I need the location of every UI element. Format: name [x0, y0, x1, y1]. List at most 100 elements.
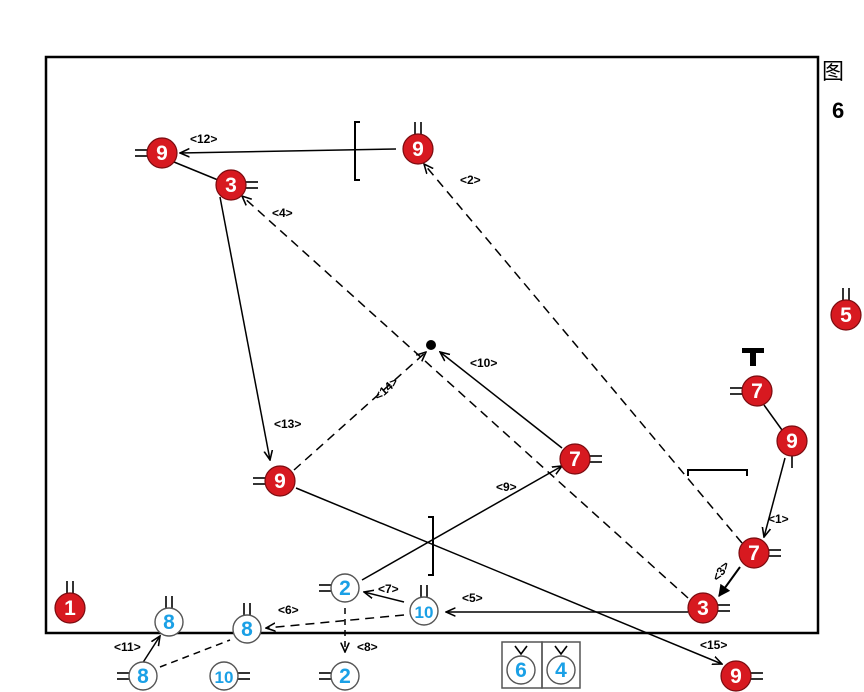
step-label-1: <1>: [768, 512, 789, 526]
player-marker: [546, 655, 576, 685]
step-label-7: <7>: [378, 582, 399, 596]
player-marker: [506, 655, 536, 685]
t-marker: [742, 348, 764, 366]
step-label-4: <4>: [272, 206, 293, 220]
player-b8a: 8: [154, 596, 184, 637]
player-r1: 1: [54, 581, 86, 624]
player-number: 10: [215, 668, 234, 687]
path-12: [180, 149, 397, 153]
player-marker: [776, 425, 808, 457]
player-number: 8: [241, 618, 253, 641]
player-number: 10: [415, 603, 434, 622]
step-label-15: <15>: [700, 638, 727, 652]
player-marker: [741, 375, 773, 407]
player-number: 9: [412, 138, 424, 161]
player-marker: [330, 661, 360, 691]
path-9: [361, 466, 562, 581]
player-number: 7: [751, 380, 763, 403]
player-r3b: 3: [687, 592, 730, 624]
player-number: 5: [840, 304, 852, 327]
path-11: [141, 636, 160, 665]
player-r7b: 7: [559, 443, 602, 475]
screen-marker-right: [687, 469, 748, 476]
player-r9a: 9: [135, 137, 178, 169]
player-number: 9: [730, 665, 742, 688]
cone-box-4: [541, 641, 581, 689]
step-label-11: <11>: [114, 640, 141, 654]
player-r5: 5: [830, 288, 862, 331]
screen-marker-top: [354, 121, 360, 181]
player-number: 1: [64, 597, 76, 620]
player-marker: [128, 661, 158, 691]
target-point: [426, 340, 436, 350]
player-number: 2: [339, 577, 351, 600]
step-label-12: <12>: [190, 132, 217, 146]
player-marker: [830, 299, 862, 331]
player-number: 3: [225, 174, 237, 197]
step-label-3: <3>: [709, 559, 732, 584]
player-b4: 4: [546, 645, 576, 685]
screen-marker-mid: [428, 516, 434, 576]
player-marker: [738, 537, 770, 569]
player-marker: [146, 137, 178, 169]
player-number: 3: [697, 597, 709, 620]
player-number: 8: [137, 665, 149, 688]
path-4: [242, 196, 689, 599]
player-marker: [232, 614, 262, 644]
player-number: 4: [555, 659, 567, 682]
player-number: 7: [569, 448, 581, 471]
player-marker: [215, 169, 247, 201]
player-number: 9: [786, 430, 798, 453]
player-number: 9: [156, 142, 168, 165]
step-label-9: <9>: [496, 480, 517, 494]
player-r9e: 9: [720, 660, 763, 692]
path-13: [219, 196, 270, 460]
step-label-2: <2>: [460, 173, 481, 187]
path-2: [424, 164, 743, 544]
path-8-to-8: [159, 639, 231, 668]
player-b10b: 10: [209, 661, 250, 691]
player-r3a: 3: [215, 169, 258, 201]
path-7: [364, 592, 405, 603]
player-marker: [559, 443, 591, 475]
player-r7c: 7: [738, 537, 781, 569]
path-10: [440, 352, 563, 449]
path-6: [266, 614, 405, 628]
path-14: [293, 352, 426, 471]
path-1: [764, 457, 786, 537]
player-b2b: 2: [319, 661, 360, 691]
player-r7a: 7: [730, 375, 773, 407]
player-marker: [720, 660, 752, 692]
path-9-to-3: [173, 161, 219, 181]
player-r9c: 9: [776, 425, 808, 468]
court-boundary: [44, 55, 820, 635]
player-b10a: 10: [409, 585, 439, 626]
player-b6: 6: [506, 645, 536, 685]
player-number: 9: [274, 470, 286, 493]
player-marker: [409, 596, 439, 626]
player-r9d: 9: [253, 465, 296, 497]
player-marker: [154, 607, 184, 637]
path-15: [295, 487, 722, 664]
player-b8c: 8: [117, 661, 158, 691]
figure-title: 图: [822, 60, 845, 85]
player-marker: [330, 573, 360, 603]
player-number: 2: [339, 665, 351, 688]
player-marker: [687, 592, 719, 624]
player-b2a: 2: [319, 573, 360, 603]
step-label-6: <6>: [278, 603, 299, 617]
player-b8b: 8: [232, 603, 262, 644]
step-label-8: <8>: [357, 640, 378, 654]
player-marker: [402, 133, 434, 165]
player-number: 6: [515, 659, 527, 682]
step-label-10: <10>: [470, 356, 497, 370]
player-number: 8: [163, 611, 175, 634]
player-marker: [209, 661, 239, 691]
player-number: 7: [748, 542, 760, 565]
player-marker: [264, 465, 296, 497]
path-7-to-9: [763, 404, 783, 431]
step-label-13: <13>: [274, 417, 301, 431]
figure-number: 6: [832, 98, 845, 123]
player-r9b: 9: [402, 122, 434, 165]
